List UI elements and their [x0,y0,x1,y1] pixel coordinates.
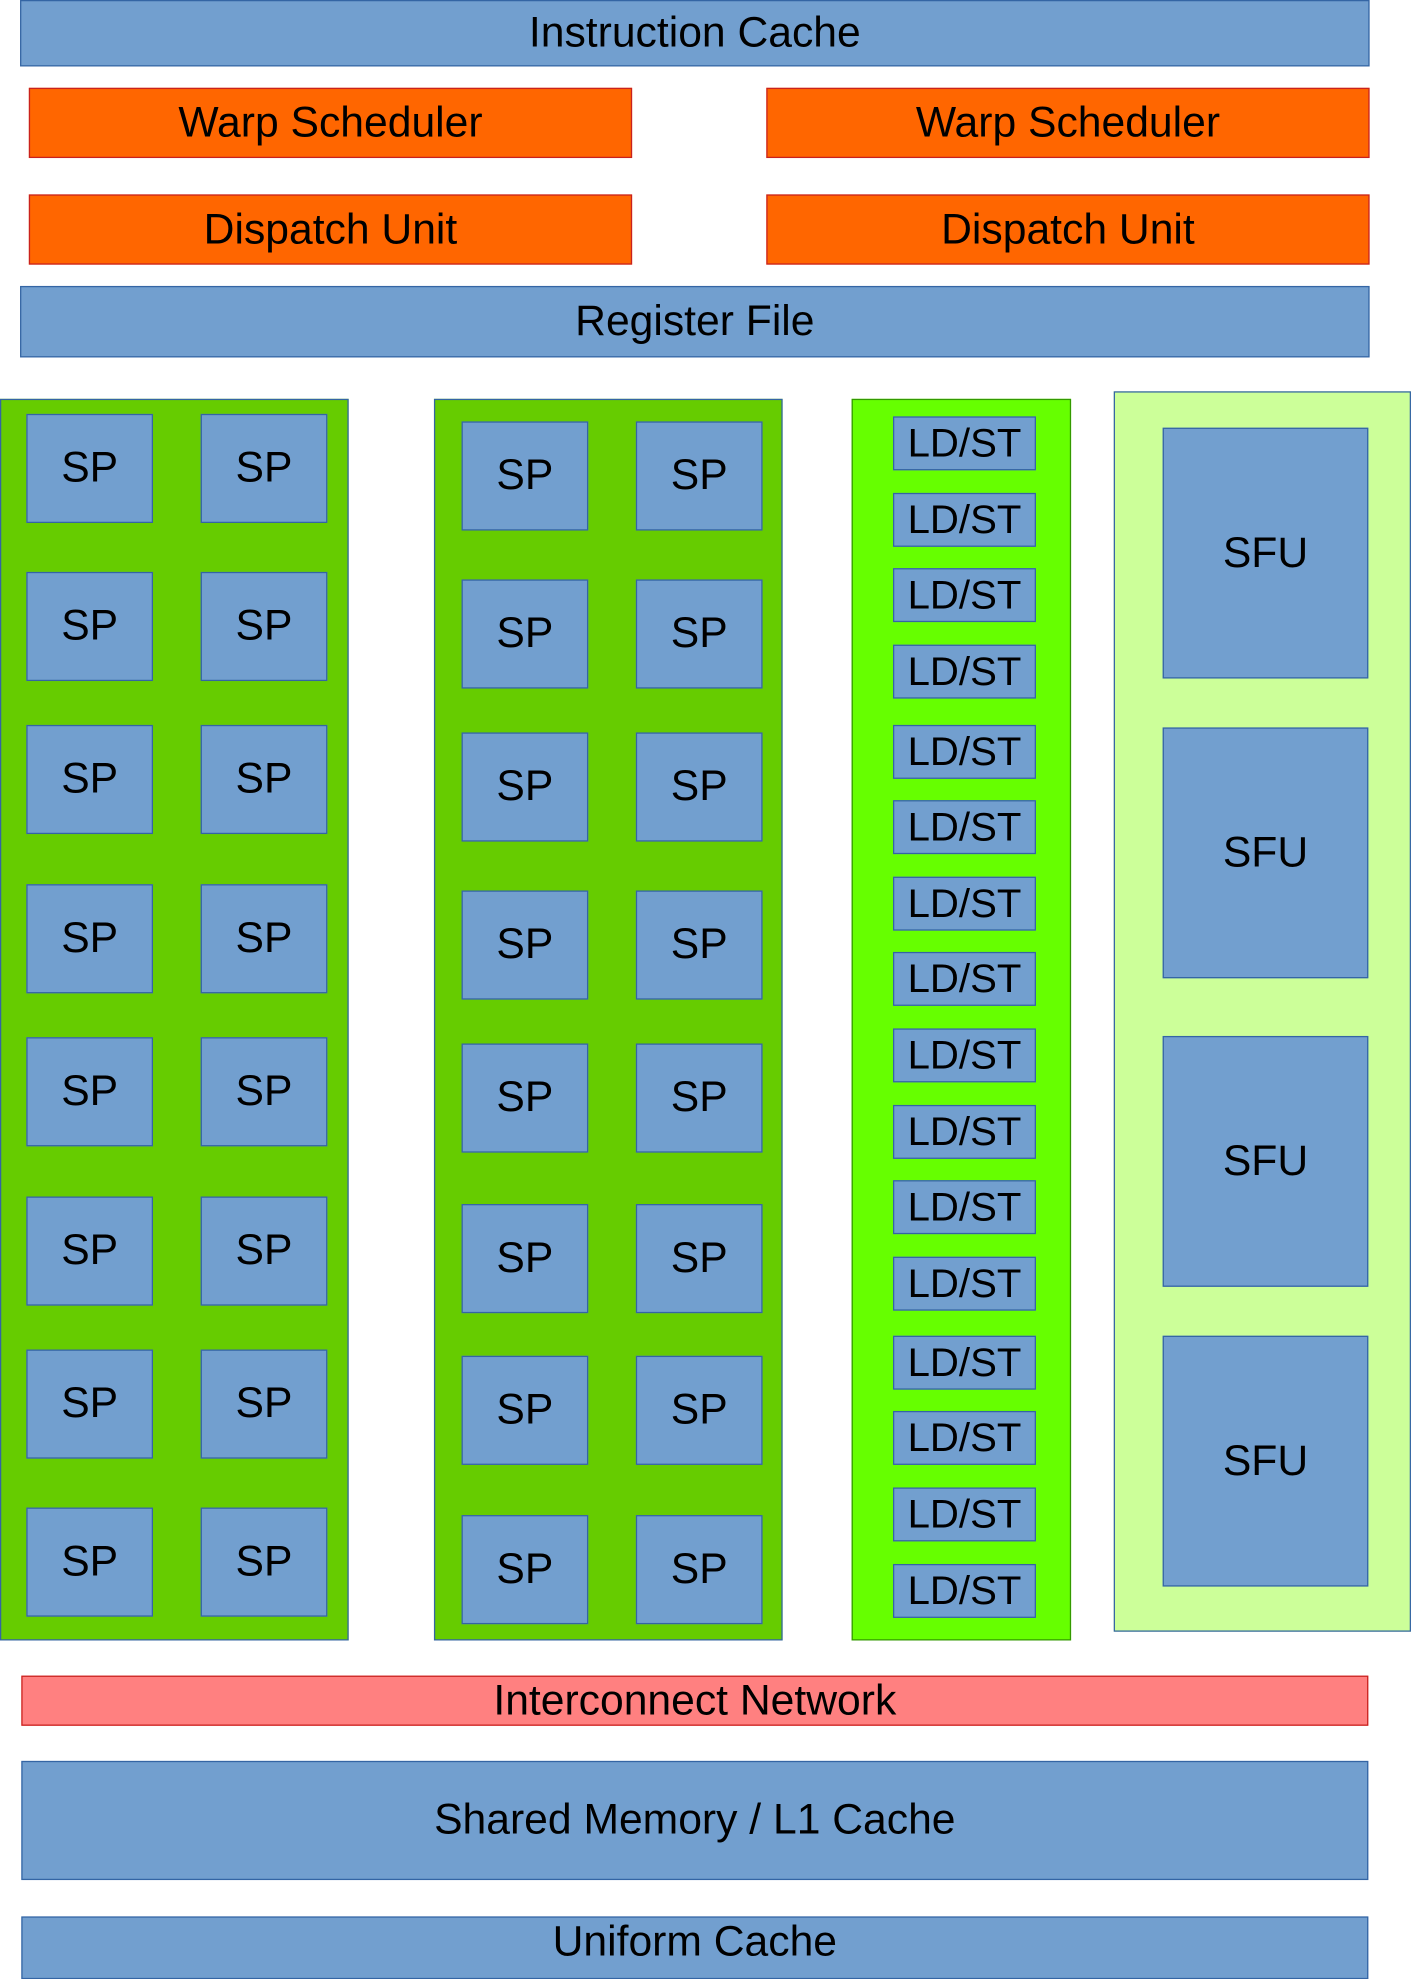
sp-core: SP [26,724,154,835]
ldst-unit: LD/ST [892,492,1036,547]
sp-core: SP [635,421,763,531]
sp-core: SP [635,579,763,689]
ldst-unit: LD/ST [892,951,1036,1006]
ldst-unit: LD/ST [892,568,1036,623]
sp-core: SP [26,1507,154,1617]
sp-core: SP [461,732,589,842]
sfu-unit: SFU [1162,727,1369,979]
warp-scheduler-1: Warp Scheduler [28,87,633,159]
ldst-unit: LD/ST [892,800,1036,855]
ldst-unit: LD/ST [892,1180,1036,1235]
sp-core: SP [461,890,589,1000]
sp-core: SP [26,884,154,994]
sp-core: SP [26,1037,154,1147]
sp-core: SP [26,1196,154,1306]
ldst-unit: LD/ST [892,416,1036,471]
ldst-unit: LD/ST [892,1487,1036,1542]
sp-core: SP [635,1355,763,1465]
interconnect-network: Interconnect Network [21,1675,1369,1726]
sp-core: SP [635,732,763,842]
sp-core: SP [200,1196,328,1306]
sp-core: SP [200,724,328,835]
sfu-unit: SFU [1162,1035,1369,1287]
ldst-unit: LD/ST [892,644,1036,699]
sp-core: SP [461,1355,589,1465]
sp-core: SP [635,1043,763,1153]
ldst-unit: LD/ST [892,876,1036,931]
sp-core: SP [461,1515,589,1625]
sp-core: SP [461,1043,589,1153]
sp-core: SP [26,413,154,524]
sp-core: SP [635,1204,763,1314]
ldst-unit: LD/ST [892,1563,1036,1618]
uniform-cache: Uniform Cache [21,1916,1369,1979]
warp-scheduler-2: Warp Scheduler [766,87,1370,159]
instruction-cache: Instruction Cache [20,0,1370,67]
sp-core: SP [635,1515,763,1625]
sp-core: SP [461,1204,589,1314]
ldst-unit: LD/ST [892,724,1036,779]
ldst-unit: LD/ST [892,1256,1036,1311]
ldst-unit: LD/ST [892,1104,1036,1159]
ldst-unit: LD/ST [892,1335,1036,1390]
sp-core: SP [200,1349,328,1459]
sp-core: SP [461,579,589,689]
sp-core: SP [200,884,328,994]
dispatch-unit-1: Dispatch Unit [28,194,633,265]
sp-core: SP [200,413,328,524]
sp-core: SP [200,1037,328,1147]
ldst-unit: LD/ST [892,1410,1036,1465]
sp-core: SP [26,1349,154,1459]
sp-core: SP [26,571,154,682]
dispatch-unit-2: Dispatch Unit [766,194,1370,265]
shared-memory-l1-cache: Shared Memory / L1 Cache [21,1760,1369,1881]
sp-core: SP [635,890,763,1000]
register-file: Register File [20,285,1370,358]
sp-core: SP [461,421,589,531]
sfu-unit: SFU [1162,1335,1369,1587]
sfu-unit: SFU [1162,427,1369,679]
sp-core: SP [200,1507,328,1617]
ldst-unit: LD/ST [892,1028,1036,1083]
sp-core: SP [200,571,328,682]
